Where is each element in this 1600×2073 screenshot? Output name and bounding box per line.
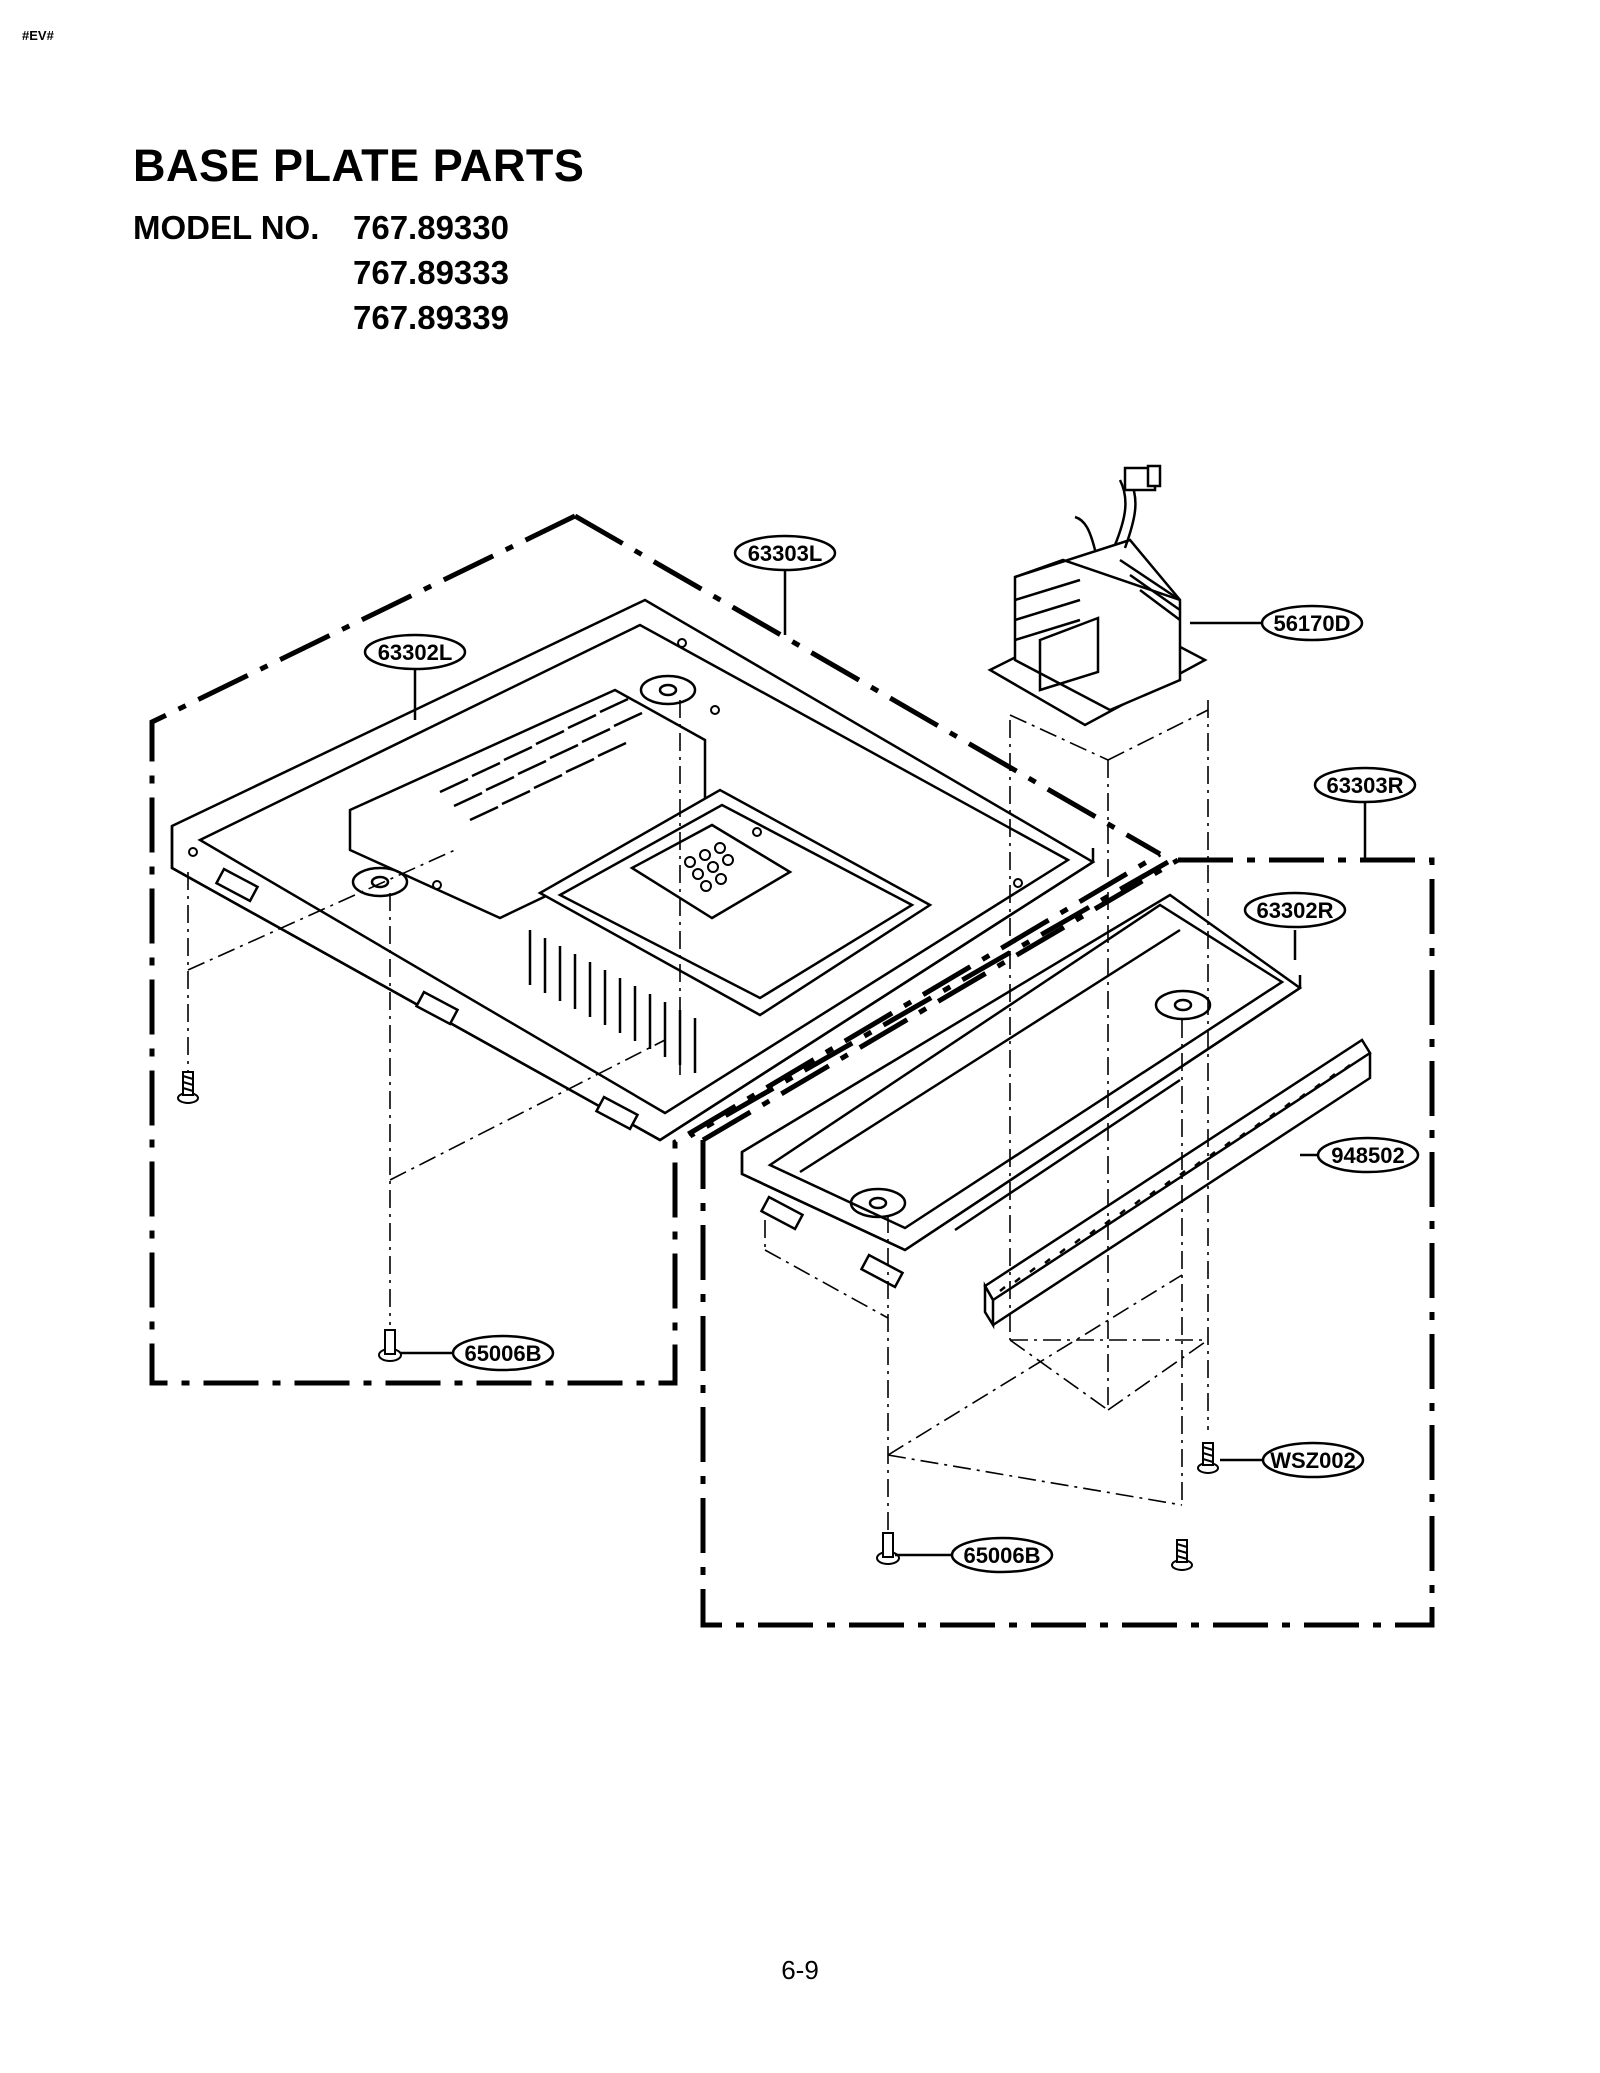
callout-63303R: 63303R [1313,766,1417,804]
foot-pin-icon [876,1532,900,1565]
right-group-boundary [700,857,1435,1628]
model-label: MODEL NO. [133,209,320,246]
page-number: 6-9 [781,1955,819,1985]
callout-63303L: 63303L [733,534,837,572]
screw-icon [1171,1539,1193,1571]
svg-text:65006B: 65006B [464,1341,541,1366]
callout-WSZ002: WSZ002 [1261,1441,1365,1479]
screw-icon [177,1071,199,1104]
callout-65006B-left: 65006B [451,1334,555,1372]
svg-text:WSZ002: WSZ002 [1270,1448,1356,1473]
callout-63302R: 63302R [1243,891,1347,929]
model-number: 767.89330 [353,209,509,246]
model-number-block: MODEL NO. 767.89330 767.89333 767.89339 [133,205,509,340]
right-base-plate [740,893,1303,1289]
callout-56170D: 56170D [1260,604,1364,642]
left-plate-vent-slots [439,697,697,1073]
corner-mark: #EV# [22,28,54,43]
transformer [987,464,1208,727]
explode-lines [187,700,1209,1530]
callout-65006B-right: 65006B [950,1536,1054,1574]
svg-text:65006B: 65006B [963,1543,1040,1568]
left-plate-holes [188,638,1023,892]
screw-icon [1197,1442,1219,1474]
page-title: BASE PLATE PARTS [133,140,585,191]
svg-text:63303L: 63303L [748,541,823,566]
svg-text:56170D: 56170D [1273,611,1350,636]
callout-leaders [400,570,1367,1557]
svg-text:63303R: 63303R [1326,773,1403,798]
left-base-plate [170,598,1096,1142]
model-number: 767.89333 [353,254,509,291]
svg-text:63302L: 63302L [378,640,453,665]
svg-text:948502: 948502 [1331,1143,1404,1168]
callout-63302L: 63302L [363,633,467,671]
left-group-boundary [149,513,1162,1386]
callout-948502: 948502 [1316,1136,1420,1174]
foot-pin-icon [378,1329,402,1362]
model-number: 767.89339 [353,299,509,336]
svg-text:63302R: 63302R [1256,898,1333,923]
gasket-strip [983,1038,1372,1330]
